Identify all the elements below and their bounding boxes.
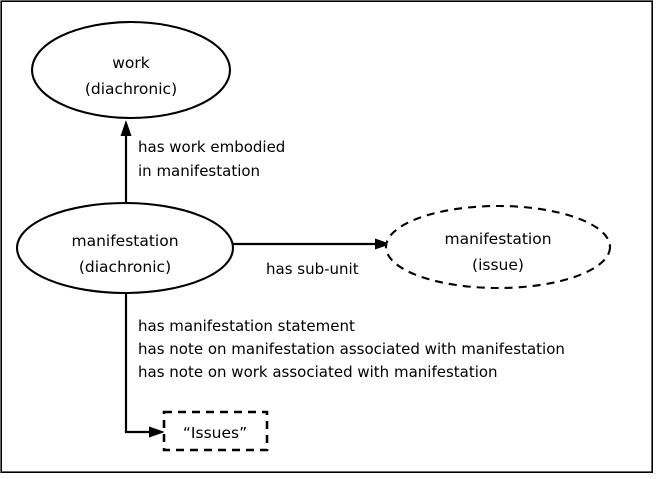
- issues-edge-label-line3: has note on work associated with manifes…: [138, 363, 498, 381]
- node-work-diachronic[interactable]: work (diachronic): [30, 20, 232, 120]
- manifestation-diachronic-label-line1: manifestation: [71, 232, 178, 250]
- node-manifestation-diachronic[interactable]: manifestation (diachronic): [15, 201, 235, 295]
- embodied-edge-label-line2: in manifestation: [138, 162, 260, 180]
- issues-edge-line: [124, 292, 152, 434]
- manifestation-diachronic-label-line2: (diachronic): [79, 258, 171, 276]
- edge-has-manifestation-statement: has manifestation statement has note on …: [124, 292, 565, 438]
- edge-has-work-embodied-in-manifestation: has work embodied in manifestation: [120, 120, 285, 206]
- issues-edge-arrowhead: [149, 426, 165, 438]
- issues-edge-label-line2: has note on manifestation associated wit…: [138, 340, 565, 358]
- sub-unit-edge-label: has sub-unit: [266, 260, 359, 278]
- edge-has-sub-unit: has sub-unit: [233, 238, 391, 278]
- manifestation-issue-label-line2: (issue): [472, 256, 524, 274]
- node-manifestation-issue[interactable]: manifestation (issue): [384, 204, 612, 290]
- embodied-edge-arrowhead: [120, 120, 132, 136]
- work-diachronic-ellipse[interactable]: [30, 20, 232, 120]
- manifestation-issue-ellipse[interactable]: [384, 204, 612, 290]
- issues-box-label: “Issues”: [183, 424, 247, 442]
- work-diachronic-label-line2: (diachronic): [85, 80, 177, 98]
- manifestation-issue-label-line1: manifestation: [444, 230, 551, 248]
- issues-edge-label-line1: has manifestation statement: [138, 317, 355, 335]
- work-diachronic-label-line1: work: [112, 54, 150, 72]
- issues-box-rect[interactable]: [162, 410, 269, 452]
- sub-unit-edge-arrowhead: [375, 238, 391, 250]
- manifestation-diachronic-ellipse[interactable]: [15, 201, 235, 295]
- node-issues-box[interactable]: “Issues”: [162, 410, 269, 452]
- embodied-edge-label-line1: has work embodied: [138, 138, 285, 156]
